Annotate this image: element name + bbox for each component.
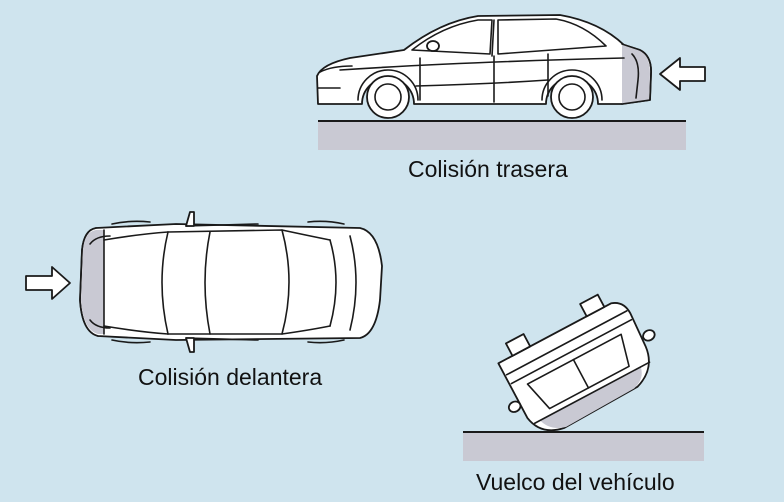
rollover-caption: Vuelco del vehículo: [476, 469, 675, 495]
rear-collision-caption: Colisión trasera: [408, 156, 568, 182]
front-impact-arrow-icon: [25, 266, 71, 300]
rear-impact-arrow-icon: [659, 57, 706, 91]
rear-collision-group: [316, 14, 706, 150]
overturned-sedan: [497, 293, 656, 432]
sedan-side-view: [316, 14, 652, 119]
rear-ground-platform: [318, 121, 686, 150]
front-collision-caption: Colisión delantera: [138, 364, 323, 390]
rollover-ground-platform: [463, 432, 704, 461]
sedan-top-view: [79, 211, 383, 353]
rollover-group: [463, 293, 704, 461]
front-collision-group: [25, 211, 383, 353]
